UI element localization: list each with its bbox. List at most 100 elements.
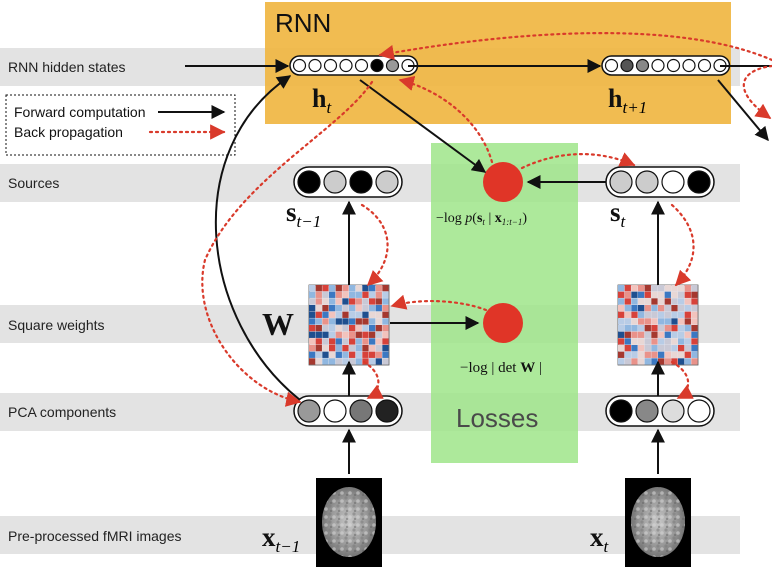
- matrix-cell: [349, 311, 356, 318]
- matrix-cell: [355, 285, 362, 292]
- matrix-cell: [671, 305, 678, 312]
- backprop-arrows: [201, 31, 772, 407]
- matrix-cell: [618, 331, 625, 338]
- matrix-cell: [664, 331, 671, 338]
- matrix-cell: [658, 318, 665, 325]
- matrix-cell: [631, 351, 638, 358]
- matrix-cell: [658, 331, 665, 338]
- matrix-cell: [369, 318, 376, 325]
- source-loss-label: −log p(st | x1:t−1): [436, 211, 527, 227]
- label-s-t: st: [610, 197, 627, 231]
- matrix-cell: [335, 345, 342, 352]
- matrix-cell: [651, 305, 658, 312]
- matrix-cell: [355, 331, 362, 338]
- matrix-cell: [651, 285, 658, 292]
- s-t-unit: [635, 170, 659, 194]
- matrix-cell: [309, 345, 316, 352]
- matrix-cell: [671, 291, 678, 298]
- rnn-box-label: RNN: [275, 8, 331, 38]
- matrix-cell: [375, 338, 382, 345]
- matrix-cell: [362, 345, 369, 352]
- h-t1-unit: [651, 58, 665, 73]
- matrix-cell: [342, 318, 349, 325]
- matrix-cell: [624, 285, 631, 292]
- matrix-cell: [624, 325, 631, 332]
- forward-arrows: [185, 59, 772, 474]
- matrix-cell: [335, 331, 342, 338]
- matrix-cell: [624, 305, 631, 312]
- matrix-cell: [342, 285, 349, 292]
- matrix-cell: [644, 358, 651, 365]
- matrix-cell: [684, 345, 691, 352]
- matrix-cell: [362, 285, 369, 292]
- matrix-cell: [322, 331, 329, 338]
- matrix-cell: [638, 338, 645, 345]
- matrix-cell: [664, 345, 671, 352]
- matrix-cell: [329, 305, 336, 312]
- matrix-cell: [684, 305, 691, 312]
- matrix-cell: [618, 311, 625, 318]
- matrix-cell: [342, 351, 349, 358]
- matrix-cell: [651, 331, 658, 338]
- matrix-cell: [638, 298, 645, 305]
- matrix-cell: [684, 318, 691, 325]
- matrix-cell: [369, 325, 376, 332]
- matrix-cell: [651, 325, 658, 332]
- matrix-cell: [664, 338, 671, 345]
- matrix-cell: [309, 298, 316, 305]
- matrix-cell: [678, 325, 685, 332]
- sources-s-t: [605, 166, 715, 198]
- matrix-cell: [631, 358, 638, 365]
- matrix-cell: [624, 338, 631, 345]
- matrix-cell: [329, 345, 336, 352]
- matrix-cell: [382, 331, 389, 338]
- legend: Forward computation Back propagation: [5, 94, 236, 156]
- matrix-cell: [644, 318, 651, 325]
- matrix-cell: [644, 351, 651, 358]
- matrix-cell: [322, 325, 329, 332]
- matrix-cell: [342, 305, 349, 312]
- matrix-cell: [322, 311, 329, 318]
- matrix-cell: [631, 338, 638, 345]
- matrix-cell: [671, 345, 678, 352]
- matrix-cell: [651, 351, 658, 358]
- matrix-cell: [355, 358, 362, 365]
- matrix-cell: [638, 318, 645, 325]
- s-t-minus-1-unit: [323, 170, 347, 194]
- matrix-cell: [349, 351, 356, 358]
- matrix-cell: [382, 305, 389, 312]
- matrix-cell: [671, 338, 678, 345]
- matrix-cell: [375, 305, 382, 312]
- matrix-cell: [651, 338, 658, 345]
- matrix-cell: [349, 298, 356, 305]
- matrix-cell: [362, 325, 369, 332]
- matrix-cell: [322, 291, 329, 298]
- matrix-cell: [335, 311, 342, 318]
- h-t-unit: [308, 58, 322, 73]
- matrix-cell: [309, 318, 316, 325]
- matrix-cell: [638, 351, 645, 358]
- matrix-cell: [329, 318, 336, 325]
- matrix-cell: [309, 291, 316, 298]
- matrix-cell: [322, 298, 329, 305]
- matrix-cell: [335, 305, 342, 312]
- pca-t-minus-1-unit: [323, 399, 347, 423]
- matrix-cell: [691, 285, 698, 292]
- matrix-cell: [369, 338, 376, 345]
- matrix-cell: [638, 291, 645, 298]
- matrix-cell: [329, 311, 336, 318]
- matrix-cell: [691, 358, 698, 365]
- matrix-cell: [618, 358, 625, 365]
- matrix-cell: [671, 331, 678, 338]
- matrix-cell: [638, 331, 645, 338]
- matrix-cell: [618, 345, 625, 352]
- matrix-cell: [369, 305, 376, 312]
- matrix-cell: [322, 358, 329, 365]
- matrix-cell: [382, 298, 389, 305]
- matrix-cell: [362, 305, 369, 312]
- h-t-unit: [370, 58, 384, 73]
- weight-loss-node: [483, 303, 523, 343]
- matrix-cell: [618, 298, 625, 305]
- matrix-cell: [618, 305, 625, 312]
- matrix-cell: [678, 358, 685, 365]
